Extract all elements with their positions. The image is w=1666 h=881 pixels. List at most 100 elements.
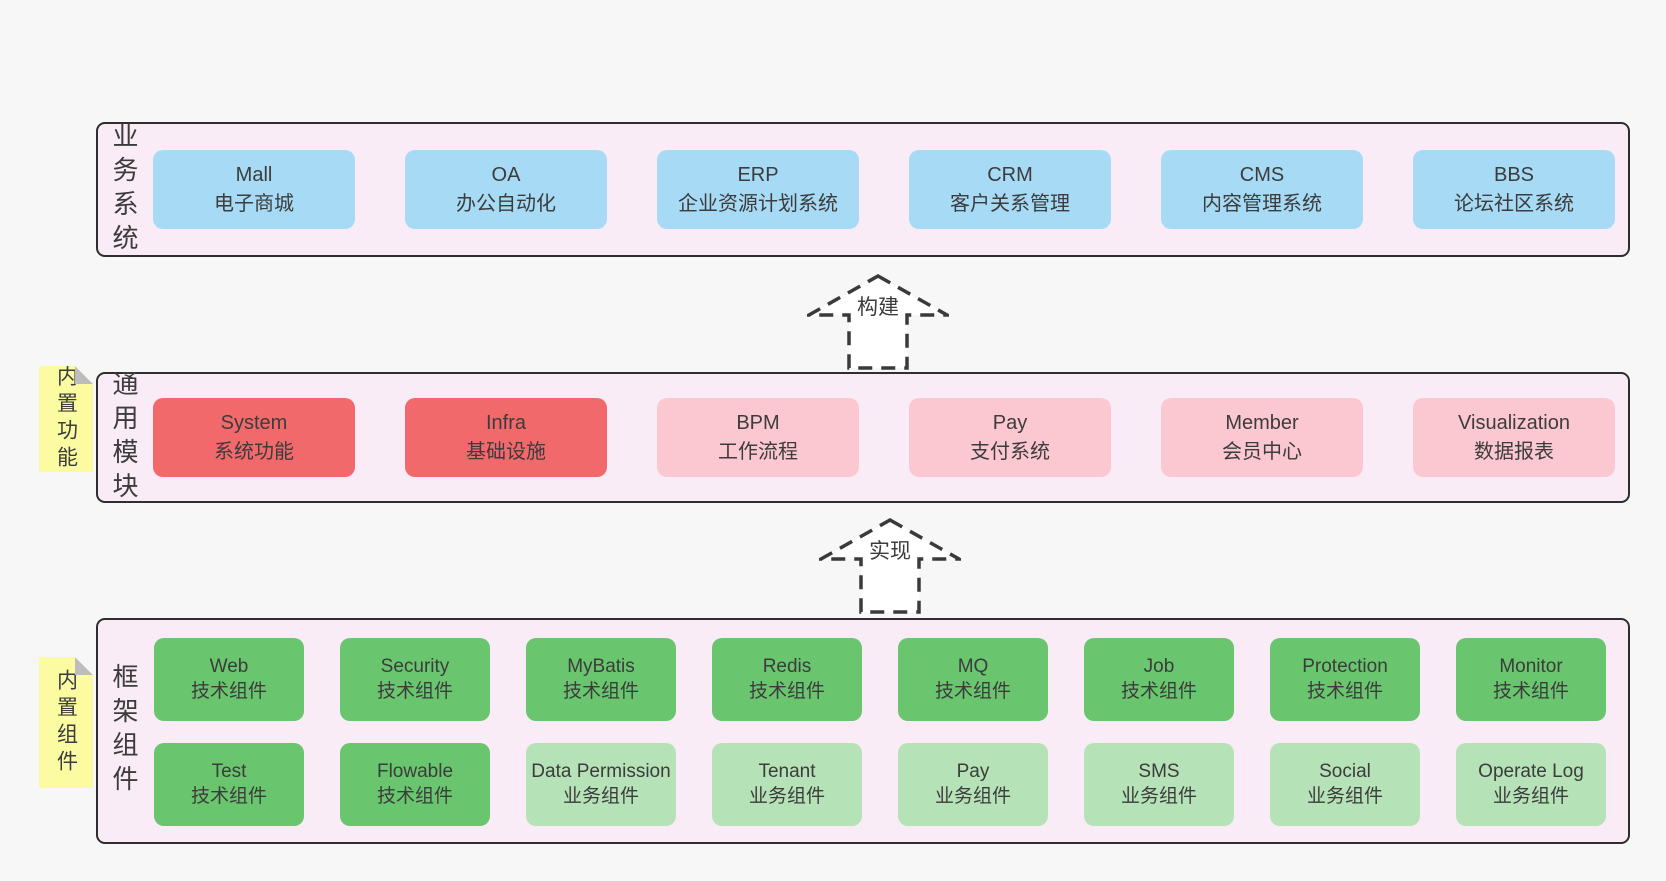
card-security: Security 技术组件: [340, 638, 490, 721]
card-subtitle: 业务组件: [1492, 785, 1569, 807]
card-subtitle: 技术组件: [190, 785, 267, 807]
business-systems-label: 业务系统: [109, 121, 139, 258]
business-systems-panel: 业务系统 Mall 电子商城 OA 办公自动化 ERP 企业资源计划系统 CRM…: [96, 121, 1630, 258]
card-subtitle: 业务组件: [1120, 785, 1197, 807]
card-title: BPM: [736, 412, 780, 435]
card-social: Social 业务组件: [1270, 743, 1420, 826]
card-subtitle: 基础设施: [466, 440, 546, 463]
card-title: Data Permission: [531, 760, 671, 782]
card-subtitle: 技术组件: [748, 680, 825, 702]
framework-components-label: 框架组件: [109, 663, 139, 799]
card-title: Web: [209, 655, 249, 677]
card-flowable: Flowable 技术组件: [340, 743, 490, 826]
card-subtitle: 技术组件: [562, 680, 639, 702]
card-subtitle: 论坛社区系统: [1454, 192, 1574, 215]
card-job: Job 技术组件: [1084, 638, 1234, 721]
card-title: OA: [491, 164, 521, 187]
card-subtitle: 技术组件: [1306, 680, 1383, 702]
card-title: Operate Log: [1478, 760, 1584, 782]
card-mall: Mall 电子商城: [153, 150, 355, 229]
note-fold-corner-icon: [75, 366, 93, 384]
card-pay: Pay 支付系统: [909, 398, 1111, 477]
card-redis: Redis 技术组件: [712, 638, 862, 721]
card-subtitle: 业务组件: [562, 785, 639, 807]
built-in-components-note-text: 内置组件: [54, 668, 78, 777]
common-modules-panel: 通用模块 System 系统功能 Infra 基础设施 BPM 工作流程 Pay…: [96, 369, 1630, 506]
card-title: BBS: [1493, 164, 1535, 187]
card-title: Security: [380, 655, 450, 677]
card-title: System: [220, 412, 288, 435]
card-web: Web 技术组件: [154, 638, 304, 721]
card-subtitle: 业务组件: [934, 785, 1011, 807]
card-subtitle: 业务组件: [1306, 785, 1383, 807]
card-subtitle: 技术组件: [934, 680, 1011, 702]
card-protection: Protection 技术组件: [1270, 638, 1420, 721]
card-title: MyBatis: [567, 655, 635, 677]
business-systems-cards: Mall 电子商城 OA 办公自动化 ERP 企业资源计划系统 CRM 客户关系…: [153, 150, 1615, 229]
card-subtitle: 技术组件: [376, 680, 453, 702]
card-visualization: Visualization 数据报表: [1413, 398, 1615, 477]
card-subtitle: 技术组件: [376, 785, 453, 807]
card-mybatis: MyBatis 技术组件: [526, 638, 676, 721]
card-subtitle: 电子商城: [214, 192, 294, 215]
card-bpm: BPM 工作流程: [657, 398, 859, 477]
card-sms: SMS 业务组件: [1084, 743, 1234, 826]
card-title: CRM: [987, 164, 1033, 187]
implement-arrow: 实现: [819, 518, 961, 614]
card-subtitle: 系统功能: [214, 440, 294, 463]
card-subtitle: 技术组件: [190, 680, 267, 702]
framework-components-row-1: Web 技术组件 Security 技术组件 MyBatis 技术组件 Redi…: [154, 638, 1606, 721]
card-cms: CMS 内容管理系统: [1161, 150, 1363, 229]
built-in-components-note: 内置组件: [39, 657, 93, 788]
card-system: System 系统功能: [153, 398, 355, 477]
up-arrow-icon: [819, 518, 961, 614]
card-subtitle: 办公自动化: [456, 192, 556, 215]
card-title: Job: [1143, 655, 1175, 677]
card-subtitle: 工作流程: [718, 440, 798, 463]
card-subtitle: 技术组件: [1120, 680, 1197, 702]
card-subtitle: 支付系统: [970, 440, 1050, 463]
card-infra: Infra 基础设施: [405, 398, 607, 477]
implement-arrow-label: 实现: [869, 540, 911, 563]
build-arrow: 构建: [807, 274, 949, 370]
built-in-features-note: 内置功能: [39, 366, 93, 472]
card-subtitle: 企业资源计划系统: [678, 192, 838, 215]
build-arrow-label: 构建: [857, 296, 899, 319]
card-title: Member: [1225, 412, 1299, 435]
card-test: Test 技术组件: [154, 743, 304, 826]
card-oa: OA 办公自动化: [405, 150, 607, 229]
card-erp: ERP 企业资源计划系统: [657, 150, 859, 229]
card-data-permission: Data Permission 业务组件: [526, 743, 676, 826]
card-subtitle: 会员中心: [1222, 440, 1302, 463]
note-fold-corner-icon: [75, 657, 93, 675]
card-title: Test: [211, 760, 247, 782]
card-title: Redis: [762, 655, 812, 677]
card-title: Mall: [235, 164, 273, 187]
card-subtitle: 业务组件: [748, 785, 825, 807]
framework-components-row-2: Test 技术组件 Flowable 技术组件 Data Permission …: [154, 743, 1606, 826]
card-subtitle: 数据报表: [1474, 440, 1554, 463]
card-title: CMS: [1239, 164, 1285, 187]
card-title: Tenant: [758, 760, 816, 782]
card-mq: MQ 技术组件: [898, 638, 1048, 721]
framework-components-panel: 框架组件 Web 技术组件 Security 技术组件 MyBatis 技术组件…: [96, 618, 1630, 844]
card-bbs: BBS 论坛社区系统: [1413, 150, 1615, 229]
card-title: Flowable: [376, 760, 454, 782]
card-subtitle: 技术组件: [1492, 680, 1569, 702]
card-operate-log: Operate Log 业务组件: [1456, 743, 1606, 826]
card-crm: CRM 客户关系管理: [909, 150, 1111, 229]
card-tenant: Tenant 业务组件: [712, 743, 862, 826]
card-title: Monitor: [1499, 655, 1563, 677]
up-arrow-icon: [807, 274, 949, 370]
card-member: Member 会员中心: [1161, 398, 1363, 477]
card-monitor: Monitor 技术组件: [1456, 638, 1606, 721]
card-title: SMS: [1138, 760, 1180, 782]
common-modules-cards: System 系统功能 Infra 基础设施 BPM 工作流程 Pay 支付系统…: [153, 398, 1615, 477]
card-title: Social: [1319, 760, 1371, 782]
card-pay-biz: Pay 业务组件: [898, 743, 1048, 826]
card-title: Visualization: [1458, 412, 1570, 435]
card-title: ERP: [737, 164, 779, 187]
card-title: Pay: [992, 412, 1028, 435]
common-modules-label: 通用模块: [109, 369, 139, 506]
